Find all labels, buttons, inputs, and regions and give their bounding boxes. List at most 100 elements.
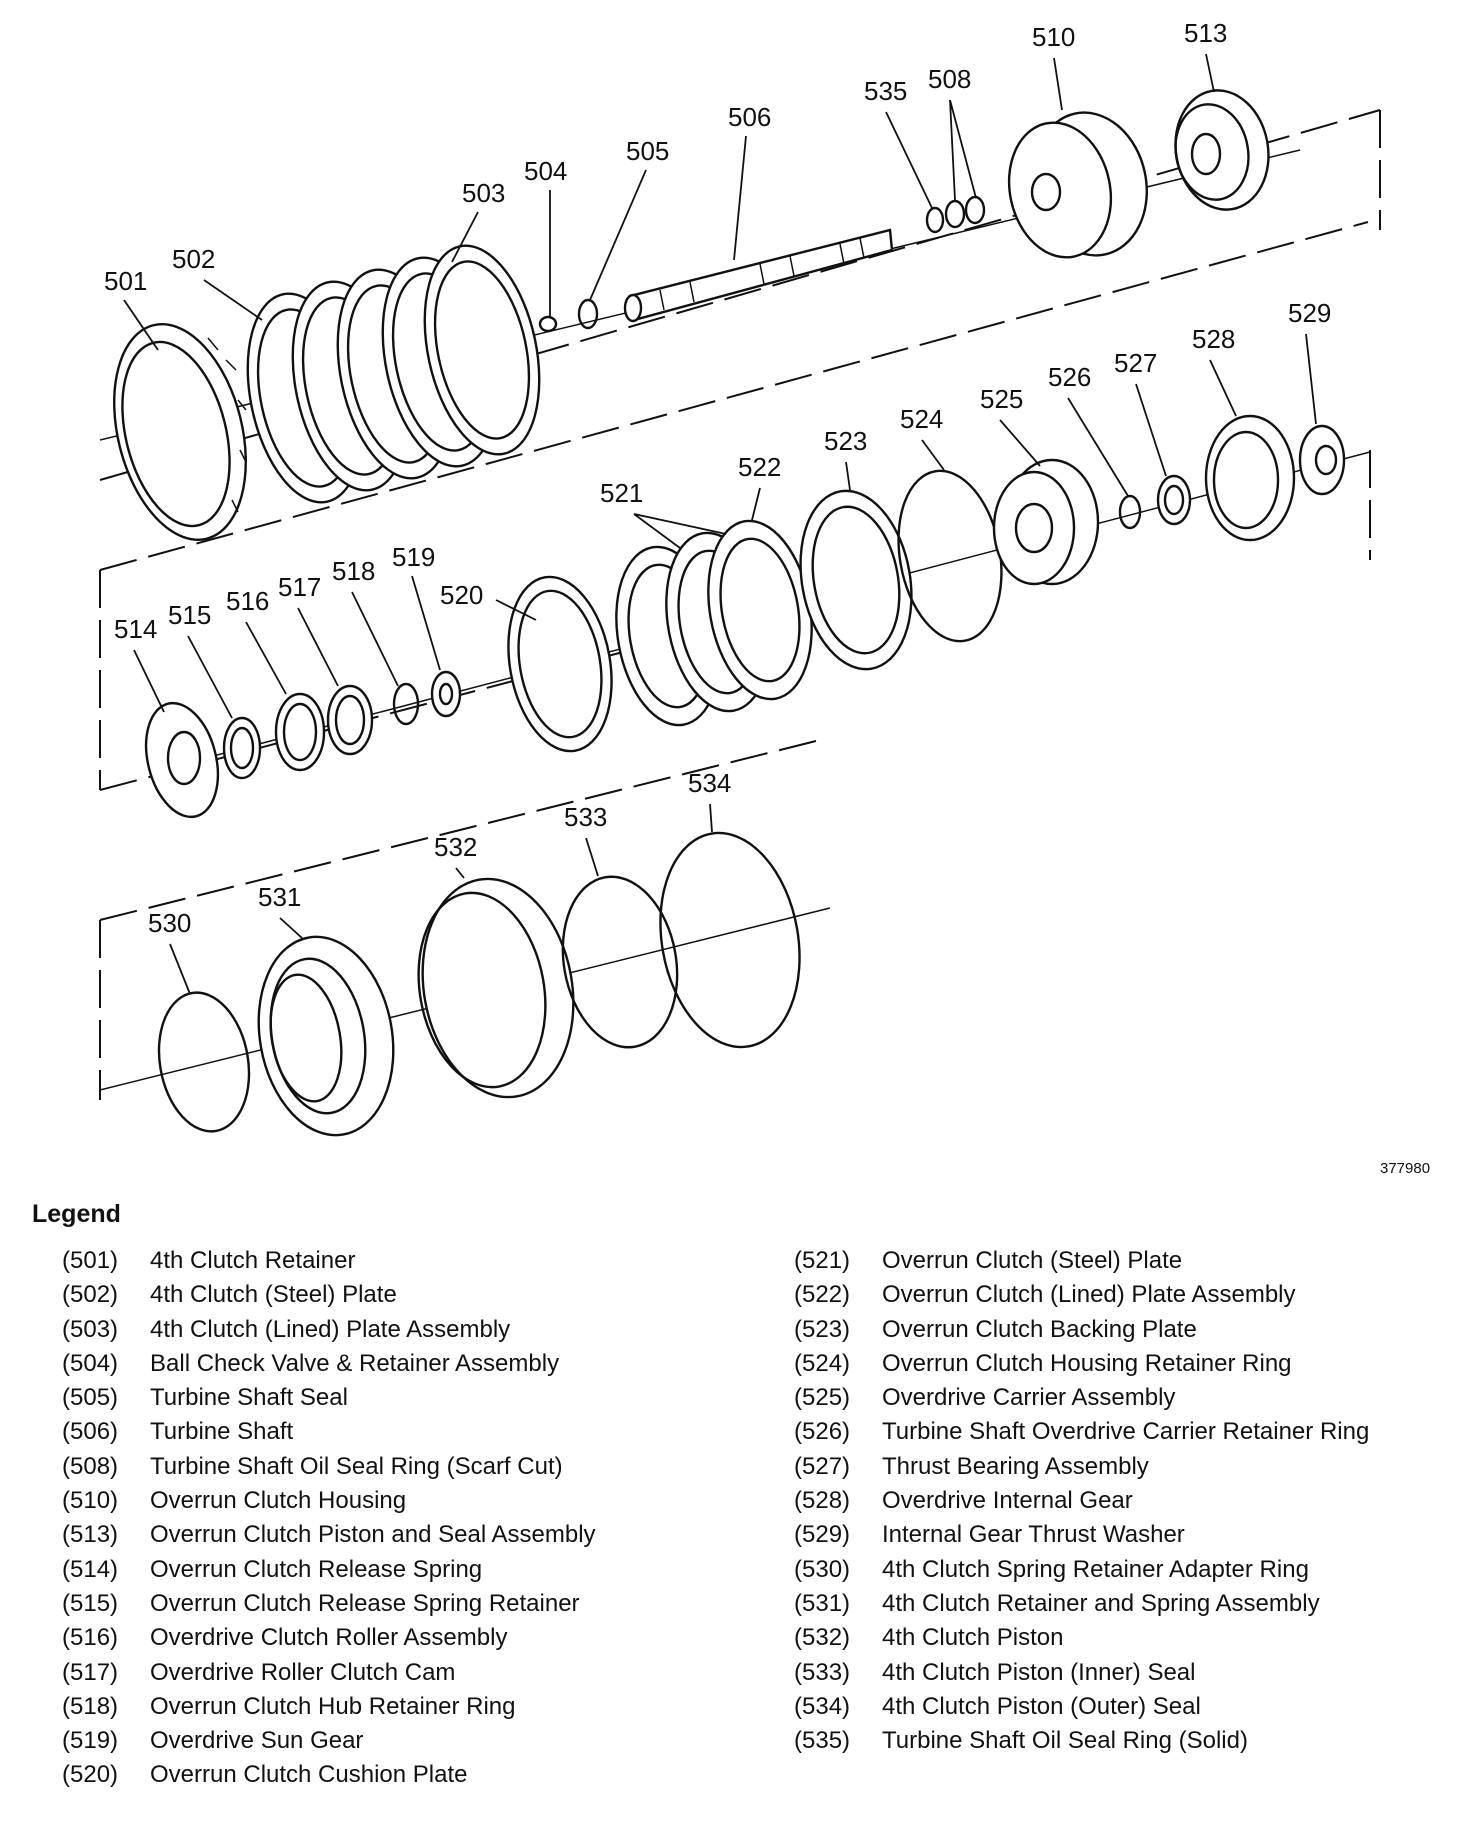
legend-code: (519) xyxy=(62,1727,119,1755)
legend-description: Turbine Shaft Oil Seal Ring (Solid) xyxy=(882,1727,1248,1755)
legend-row: (501)4th Clutch Retainer xyxy=(62,1244,722,1278)
callout-532: 532 xyxy=(434,832,477,862)
legend-code: (501) xyxy=(62,1247,119,1274)
legend-description: 4th Clutch (Lined) Plate Assembly xyxy=(150,1315,511,1343)
legend-row: (510) Overrun Clutch Housing xyxy=(62,1484,722,1518)
part-518-hub-ring xyxy=(392,682,420,726)
part-504-ball-check xyxy=(538,315,558,333)
part-523-backing-plate xyxy=(799,489,913,671)
part-502-503-clutch-pack xyxy=(246,244,541,504)
legend-description: Ball Check Valve & Retainer Assembly xyxy=(150,1349,560,1377)
callout-526: 526 xyxy=(1048,362,1091,392)
callout-504: 504 xyxy=(524,156,567,186)
callout-503: 503 xyxy=(462,178,505,208)
legend-code: (531) xyxy=(794,1589,851,1617)
legend-row: (520)Overrun Clutch Cushion Plate xyxy=(62,1758,722,1792)
legend-row: (503) 4th Clutch (Lined) Plate Assembly xyxy=(62,1313,722,1347)
legend-code: (510) xyxy=(62,1487,119,1515)
callout-531: 531 xyxy=(258,882,301,912)
legend-description: Turbine Shaft Seal xyxy=(150,1384,348,1412)
part-505-shaft-seal xyxy=(577,298,599,330)
legend-code: (520) xyxy=(62,1761,119,1789)
legend-row: (508)Turbine Shaft Oil Seal Ring (Scarf … xyxy=(62,1450,722,1484)
callout-522: 522 xyxy=(738,452,781,482)
legend-description: Turbine Shaft Oil Seal Ring (Scarf Cut) xyxy=(150,1452,563,1480)
legend-description: Thrust Bearing Assembly xyxy=(882,1452,1149,1480)
legend-description: 4th Clutch Piston (Outer) Seal xyxy=(882,1692,1201,1720)
part-515-spring-retainer xyxy=(222,716,262,780)
legend-code: (532) xyxy=(794,1624,851,1652)
legend-description: Overdrive Clutch Roller Assembly xyxy=(150,1624,508,1652)
part-531-spring-assembly xyxy=(257,935,395,1137)
legend-code: (528) xyxy=(794,1487,851,1515)
legend-description: Overdrive Internal Gear xyxy=(882,1487,1133,1515)
legend-row: (513)Overrun Clutch Piston and Seal Asse… xyxy=(62,1518,722,1552)
callout-527: 527 xyxy=(1114,348,1157,378)
legend-code: (521) xyxy=(794,1247,851,1274)
legend-row: (525)Overdrive Carrier Assembly xyxy=(794,1381,1454,1415)
callout-519: 519 xyxy=(392,542,435,572)
legend-description: Turbine Shaft xyxy=(150,1418,294,1446)
legend-row: (526)Turbine Shaft Overdrive Carrier Ret… xyxy=(794,1415,1454,1449)
legend-description: Internal Gear Thrust Washer xyxy=(882,1521,1185,1549)
legend-description: 4th Clutch Piston (Inner) Seal xyxy=(882,1658,1196,1686)
legend-row: (504)Ball Check Valve & Retainer Assembl… xyxy=(62,1347,722,1381)
callout-505: 505 xyxy=(626,136,669,166)
part-520-cushion-plate xyxy=(507,575,613,753)
legend-code: (523) xyxy=(794,1315,851,1343)
callout-502: 502 xyxy=(172,244,215,274)
legend-code: (530) xyxy=(794,1555,851,1583)
legend-code: (535) xyxy=(794,1727,851,1755)
callout-510: 510 xyxy=(1032,22,1075,52)
callout-506: 506 xyxy=(728,102,771,132)
callout-516: 516 xyxy=(226,586,269,616)
legend-row: (534)4th Clutch Piston (Outer) Seal xyxy=(794,1690,1454,1724)
legend-code: (524) xyxy=(794,1349,851,1377)
part-527-thrust-bearing xyxy=(1156,474,1192,526)
legend-row: (530)4th Clutch Spring Retainer Adapter … xyxy=(794,1553,1454,1587)
legend-description: Overrun Clutch Hub Retainer Ring xyxy=(150,1692,516,1720)
legend-description: Overrun Clutch Housing xyxy=(150,1487,407,1515)
legend-description: 4th Clutch (Steel) Plate xyxy=(150,1281,397,1309)
part-517-roller-cam xyxy=(326,684,374,756)
callout-521: 521 xyxy=(600,478,643,508)
part-514-release-spring xyxy=(144,701,220,819)
legend-code: (526) xyxy=(794,1418,851,1446)
part-533-inner-seal xyxy=(561,875,679,1049)
callout-517: 517 xyxy=(278,572,321,602)
legend-description: Overrun Clutch (Steel) Plate xyxy=(882,1247,1183,1274)
figure-id: 377980 xyxy=(1380,1160,1431,1177)
part-501-retainer xyxy=(113,323,247,541)
legend-description: 4th Clutch Retainer and Spring Assembly xyxy=(882,1589,1320,1617)
callout-525: 525 xyxy=(980,384,1023,414)
part-525-carrier xyxy=(992,458,1100,586)
legend-row: (505)Turbine Shaft Seal xyxy=(62,1381,722,1415)
part-532-piston xyxy=(417,877,575,1099)
legend-code: (525) xyxy=(794,1384,851,1412)
legend-code: (518) xyxy=(62,1692,119,1720)
legend-code: (503) xyxy=(62,1315,119,1343)
legend-row: (529)Internal Gear Thrust Washer xyxy=(794,1518,1454,1552)
legend-row: (524)Overrun Clutch Housing Retainer Rin… xyxy=(794,1347,1454,1381)
legend-row: (514)Overrun Clutch Release Spring xyxy=(62,1553,722,1587)
callout-501: 501 xyxy=(104,266,147,296)
callout-515: 515 xyxy=(168,600,211,630)
legend-description: Overrun Clutch Release Spring xyxy=(150,1555,483,1583)
legend-row: (519) Overdrive Sun Gear xyxy=(62,1724,722,1758)
callout-524: 524 xyxy=(900,404,943,434)
callout-514: 514 xyxy=(114,614,157,644)
legend-row: (527) Thrust Bearing Assembly xyxy=(794,1450,1454,1484)
legend-description: Overdrive Roller Clutch Cam xyxy=(150,1658,456,1686)
callout-529: 529 xyxy=(1288,298,1331,328)
legend-row: (506)Turbine Shaft xyxy=(62,1415,722,1449)
legend-code: (527) xyxy=(794,1452,851,1480)
part-526-carrier-ring xyxy=(1118,494,1142,530)
legend-code: (516) xyxy=(62,1624,119,1652)
legend-description: Overdrive Sun Gear xyxy=(150,1727,364,1755)
part-534-outer-seal xyxy=(659,831,801,1049)
part-519-sun-gear xyxy=(430,670,462,718)
legend-code: (502) xyxy=(62,1281,119,1309)
legend-description: Overrun Clutch Piston and Seal Assembly xyxy=(150,1521,596,1549)
part-529-thrust-washer xyxy=(1298,424,1346,496)
